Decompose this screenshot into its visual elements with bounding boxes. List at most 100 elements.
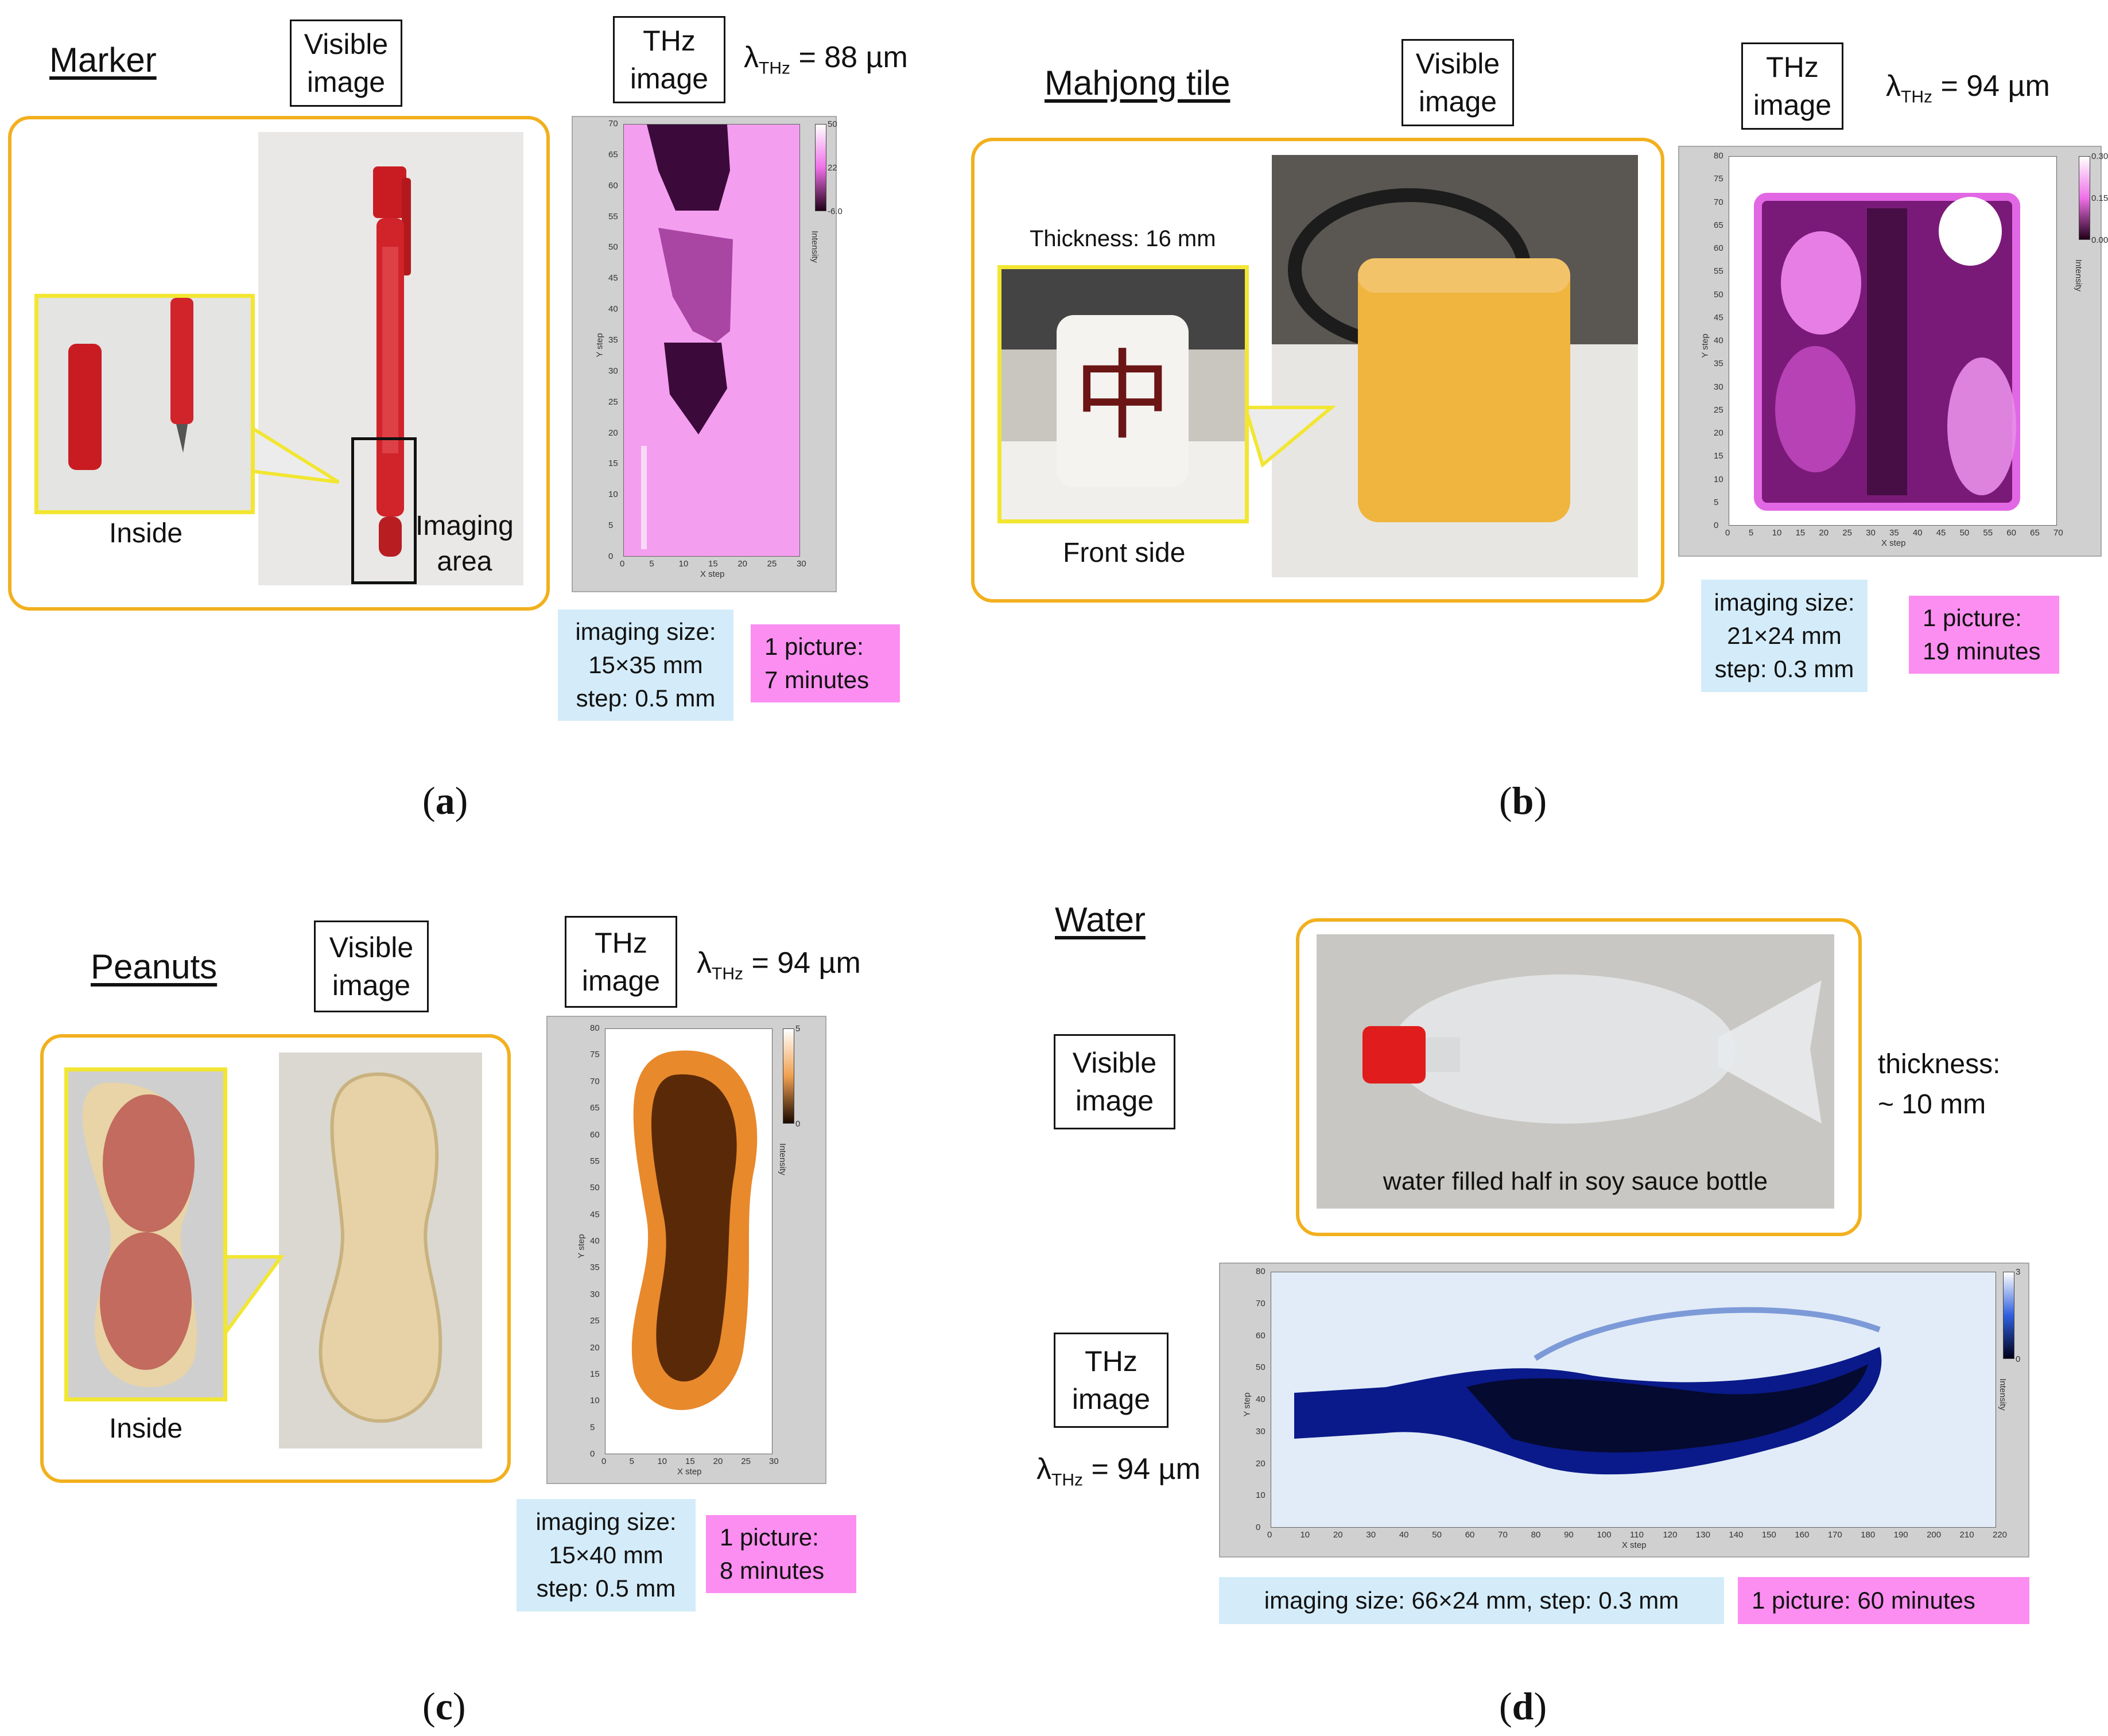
x-tick-label: 80 (1531, 1530, 1541, 1540)
peanut-inside-photo (64, 1067, 227, 1401)
mahjong-thz-colorbar (2079, 156, 2090, 240)
marker-imaging-size-info: imaging size: 15×35 mm step: 0.5 mm (558, 609, 733, 721)
x-tick-label: 0 (620, 559, 625, 569)
peanuts-visible-image-label: Visible image (314, 921, 429, 1012)
peanut-thz-image (631, 1050, 758, 1411)
x-tick-label: 50 (1432, 1530, 1442, 1540)
y-tick-label: 45 (1714, 312, 1723, 323)
y-tick-label: 50 (590, 1183, 600, 1193)
y-tick-label: 80 (1714, 151, 1723, 161)
x-axis-label: X step (1881, 538, 1906, 548)
marker-inside-illustration (68, 298, 193, 470)
y-tick-label: 40 (1256, 1395, 1265, 1404)
x-tick-label: 25 (767, 559, 777, 569)
x-tick-label: 45 (1936, 528, 1946, 538)
colorbar-tick-label: 0.15 (2091, 193, 2108, 203)
marker-wavelength: λTHz = 88 µm (744, 41, 908, 78)
x-tick-label: 40 (1912, 528, 1923, 538)
water-imaging-size-info: imaging size: 66×24 mm, step: 0.3 mm (1219, 1577, 1724, 1624)
y-tick-label: 50 (608, 242, 618, 253)
y-tick-label: 15 (1714, 451, 1723, 461)
marker-imaging-area-label: Imaging area (416, 511, 514, 577)
y-tick-label: 75 (590, 1050, 600, 1060)
mahjong-tile-character: 中 (1074, 340, 1171, 453)
y-tick-label: 35 (608, 335, 618, 345)
x-tick-label: 5 (629, 1457, 634, 1466)
x-tick-label: 0 (1725, 528, 1730, 538)
y-tick-label: 45 (608, 273, 618, 283)
y-tick-label: 25 (1714, 405, 1723, 415)
x-tick-label: 10 (1772, 528, 1782, 538)
marker-photo (258, 132, 523, 585)
mahjong-thz-image-label: THz image (1741, 42, 1843, 130)
y-tick-label: 5 (590, 1422, 595, 1432)
marker-inside-label: Inside (109, 518, 183, 549)
y-tick-label: 70 (1714, 197, 1723, 207)
y-tick-label: 50 (1714, 289, 1723, 300)
water-thz-plot-area (1271, 1272, 1996, 1528)
water-thz-image (1294, 1307, 1882, 1475)
colorbar-label: Intensity (2074, 259, 2083, 292)
x-tick-label: 20 (1333, 1530, 1343, 1540)
caption-c: (c) (422, 1684, 466, 1728)
marker-thz-plot-area (623, 124, 800, 557)
x-tick-label: 30 (769, 1457, 779, 1466)
x-axis-label: X step (1622, 1540, 1647, 1550)
y-tick-label: 70 (1256, 1298, 1265, 1308)
mahjong-front-illustration: 中 (1001, 269, 1245, 519)
mahjong-title: Mahjong tile (1045, 64, 1230, 102)
y-tick-label: 35 (1714, 359, 1723, 369)
x-tick-label: 120 (1663, 1530, 1678, 1540)
y-tick-label: 25 (590, 1316, 600, 1326)
y-tick-label: 65 (1714, 220, 1723, 230)
x-tick-label: 5 (1748, 528, 1754, 538)
caption-a: (a) (422, 779, 468, 822)
x-tick-label: 20 (713, 1457, 723, 1466)
water-time-info: 1 picture: 60 minutes (1738, 1577, 2029, 1624)
mahjong-visible-image-label: Visible image (1402, 39, 1514, 126)
water-visible-image-label: Visible image (1054, 1034, 1175, 1129)
water-photo: water filled half in soy sauce bottle (1317, 934, 1834, 1209)
y-tick-label: 10 (590, 1396, 600, 1406)
marker-inside-photo (34, 294, 255, 514)
y-tick-label: 20 (1256, 1458, 1265, 1469)
peanut-inside-illustration (82, 1082, 197, 1388)
water-photo-caption: water filled half in soy sauce bottle (1383, 1167, 1768, 1195)
water-thz-colorbar (2003, 1272, 2014, 1359)
x-tick-label: 70 (2053, 528, 2063, 538)
peanut-time-info: 1 picture: 8 minutes (706, 1515, 856, 1593)
x-tick-label: 55 (1983, 528, 1993, 538)
y-tick-label: 10 (1256, 1490, 1265, 1501)
peanut-imaging-size-info: imaging size: 15×40 mm step: 0.5 mm (517, 1499, 696, 1611)
x-tick-label: 30 (1866, 528, 1876, 538)
y-tick-label: 45 (590, 1209, 600, 1220)
peanut-photo (279, 1053, 482, 1448)
y-tick-label: 40 (590, 1236, 600, 1246)
x-tick-label: 50 (1959, 528, 1970, 538)
colorbar-tick-label: 5 (795, 1024, 801, 1034)
soy-bottle-illustration (1362, 974, 1822, 1124)
colorbar-tick-label: 0 (795, 1119, 801, 1129)
y-tick-label: 65 (608, 149, 618, 160)
marker-visible-image-label: Visible image (290, 20, 402, 107)
y-tick-label: 70 (590, 1076, 600, 1086)
x-tick-label: 200 (1927, 1530, 1942, 1540)
x-tick-label: 15 (708, 559, 718, 569)
colorbar-label: Intensity (1998, 1378, 2008, 1411)
y-tick-label: 0 (1714, 521, 1719, 530)
mahjong-imaging-size-info: imaging size: 21×24 mm step: 0.3 mm (1701, 580, 1868, 692)
x-axis-label: X step (677, 1467, 702, 1477)
y-tick-label: 60 (590, 1129, 600, 1140)
x-tick-label: 90 (1564, 1530, 1574, 1540)
peanut-illustration (319, 1073, 442, 1423)
x-tick-label: 190 (1893, 1530, 1908, 1540)
x-tick-label: 25 (741, 1457, 751, 1466)
colorbar-label: Intensity (778, 1143, 787, 1175)
x-tick-label: 60 (2006, 528, 2016, 538)
peanut-thz-colorbar (783, 1028, 794, 1124)
mahjong-thz-image (1754, 193, 2020, 511)
marker-time-info: 1 picture: 7 minutes (751, 624, 900, 702)
y-tick-label: 30 (1256, 1426, 1265, 1436)
